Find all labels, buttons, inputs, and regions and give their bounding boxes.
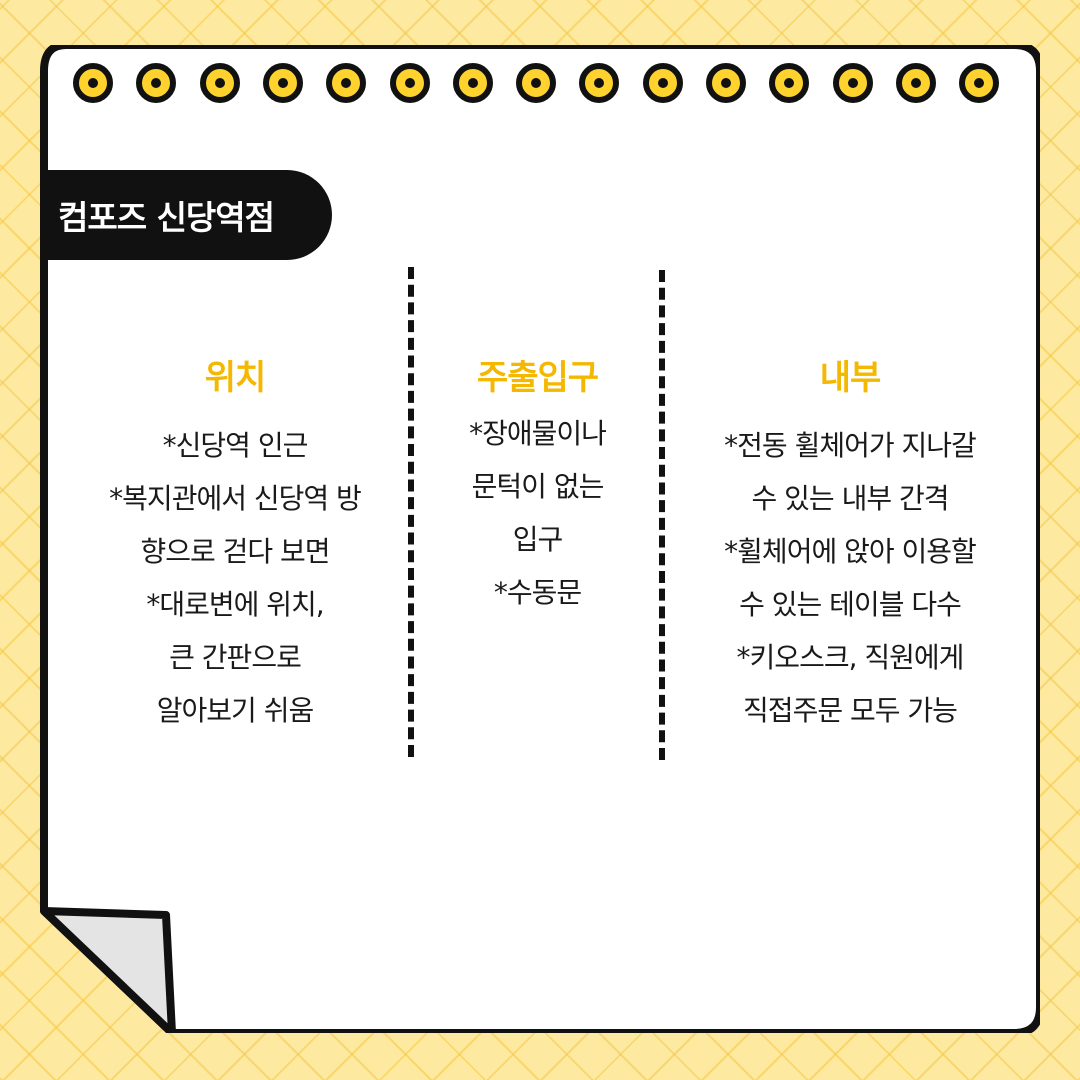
column-line: 직접주문 모두 가능 [743, 694, 958, 727]
column-line: 수 있는 테이블 다수 [739, 588, 962, 621]
binder-ring-icon [389, 63, 430, 103]
column-line: 문턱이 없는 [471, 470, 605, 503]
dashed-divider [408, 267, 414, 757]
store-name: 컴포즈 신당역점 [58, 198, 275, 237]
dashed-divider [659, 270, 665, 760]
column-heading: 위치 [204, 358, 267, 398]
binder-ring-icon [579, 63, 620, 103]
column-line: *휠체어에 앉아 이용할 [724, 535, 977, 568]
column-line: 향으로 걷다 보면 [140, 535, 330, 568]
binder-ring-icon [832, 63, 873, 103]
binder-ring-icon [769, 63, 810, 103]
binder-ring-icon [959, 63, 1000, 103]
column-line: 큰 간판으로 [169, 641, 302, 674]
column-line: *복지관에서 신당역 방 [109, 482, 362, 515]
column-line: *수동문 [493, 576, 582, 609]
binder-ring-icon [199, 63, 240, 103]
store-tag: 컴포즈 신당역점 [40, 170, 332, 260]
binder-ring-icon [262, 63, 303, 103]
column-heading: 주출입구 [476, 358, 599, 398]
notepad-card: 컴포즈 신당역점 위치 *신당역 인근 *복지관에서 신당역 방 향으로 걷다 … [40, 45, 1040, 1033]
column-line: *장애물이나 [469, 417, 607, 450]
binder-ring-icon [73, 63, 113, 103]
column-line: *키오스크, 직원에게 [736, 641, 965, 674]
page-curl [40, 907, 176, 1033]
binder-ring-icon [136, 63, 177, 103]
column-line: *전동 휠체어가 지나갈 [724, 429, 977, 462]
column-line: 입구 [512, 523, 564, 556]
binder-ring-icon [706, 63, 746, 103]
column-interior: 내부 *전동 휠체어가 지나갈 수 있는 내부 간격 *휠체어에 앉아 이용할 … [675, 350, 1025, 737]
binder-rings [40, 45, 1040, 125]
column-line: *대로변에 위치, [146, 588, 324, 621]
column-entrance: 주출입구 *장애물이나 문턱이 없는 입구 *수동문 [425, 350, 650, 619]
binder-ring-icon [642, 63, 683, 103]
binder-ring-icon [516, 63, 557, 103]
column-heading: 내부 [819, 358, 882, 398]
column-line: 알아보기 쉬움 [156, 694, 314, 727]
binder-ring-icon [895, 63, 936, 103]
column-line: 수 있는 내부 간격 [751, 482, 949, 515]
notepad-frame [40, 45, 1040, 1033]
column-line: *신당역 인근 [162, 429, 309, 462]
binder-ring-icon [452, 63, 493, 103]
column-location: 위치 *신당역 인근 *복지관에서 신당역 방 향으로 걷다 보면 *대로변에 … [55, 350, 415, 737]
binder-ring-icon [326, 63, 367, 103]
